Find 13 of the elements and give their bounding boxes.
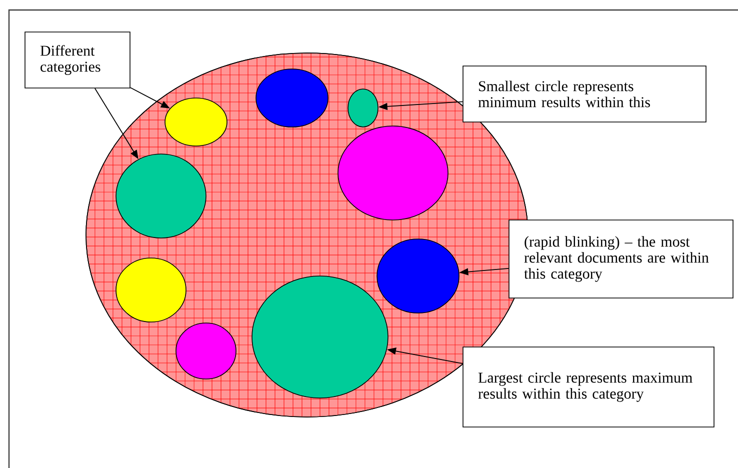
category-circle [376, 238, 460, 314]
category-circle [348, 88, 378, 128]
category-circle [164, 98, 228, 146]
category-circle [116, 258, 186, 322]
category-circle [116, 154, 206, 238]
callout-box: Smallest circle represents minimum results within this [462, 66, 706, 122]
category-circle [176, 322, 236, 380]
category-circle [338, 126, 448, 220]
callout-box: Different categories [24, 32, 130, 88]
callout-box: Largest circle represents maximum results within this category [462, 346, 714, 428]
category-circle [252, 276, 388, 398]
callout-box: (rapid blinking) – the most relevant documents are within this category [508, 220, 734, 298]
category-circle [256, 68, 328, 128]
